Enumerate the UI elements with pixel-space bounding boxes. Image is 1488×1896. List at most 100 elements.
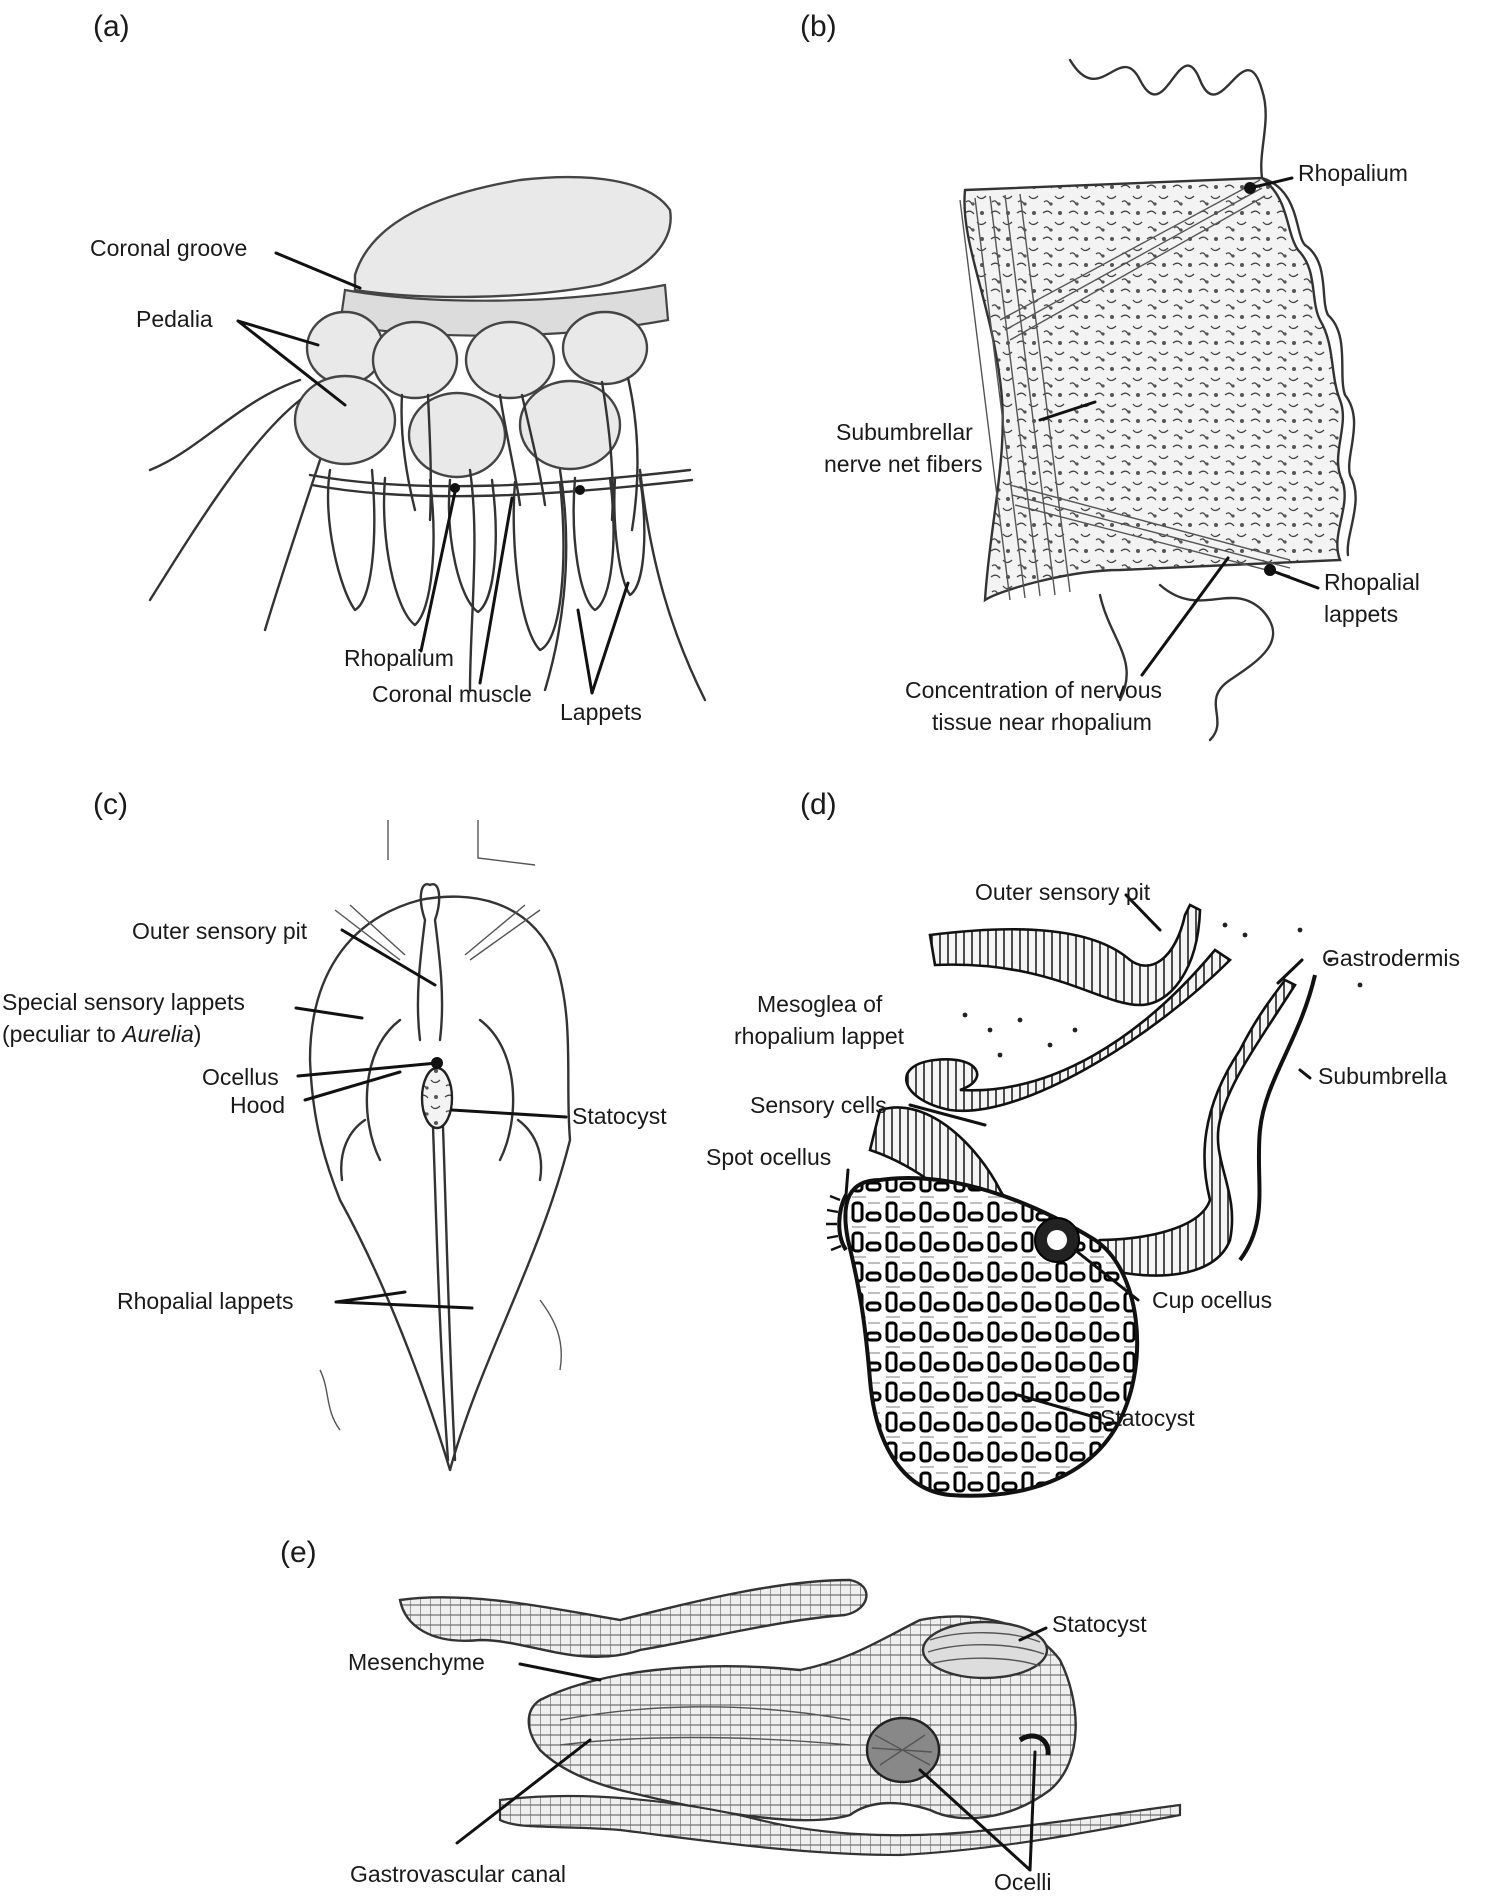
label-gastrovascular-canal: Gastrovascular canal (350, 1861, 566, 1887)
label-concentration-1: Concentration of nervous (905, 677, 1162, 703)
leader-rhopalium (419, 490, 457, 653)
cup-ocellus-lens (1047, 1230, 1067, 1250)
coronal-muscle-band (310, 478, 694, 498)
tentacle (543, 468, 568, 692)
label-ocelli: Ocelli (994, 1869, 1052, 1895)
wavy-tentacle (1098, 593, 1128, 702)
spot-ocellus (837, 1194, 848, 1252)
label-mesoglea-2: rhopalium lappet (734, 1023, 905, 1049)
label-special-sensory-2: (peculiar to Aurelia) (2, 1021, 201, 1047)
leader-rhopalium (1248, 176, 1294, 190)
leader-coronal-groove (274, 251, 362, 290)
statocyst (420, 1066, 454, 1130)
label-spot-ocellus: Spot ocellus (706, 1144, 831, 1170)
ocellus-small (1018, 1733, 1051, 1756)
gastrodermis-wall (905, 948, 1233, 1113)
label-outer-sensory-pit: Outer sensory pit (975, 879, 1151, 905)
wavy-tentacle (1158, 583, 1275, 742)
statocyst-bulb (843, 1176, 1140, 1498)
leader-sensory-cells (908, 1103, 987, 1127)
mesenchyme-arm (398, 1578, 868, 1658)
rhopalium-dot (450, 483, 460, 493)
canal-outline (387, 820, 536, 866)
leader-statocyst (450, 1108, 568, 1119)
label-special-sensory-2a: (peculiar to (2, 1021, 122, 1047)
label-statocyst: Statocyst (1100, 1405, 1195, 1431)
panel-c-label: (c) (93, 788, 128, 821)
lappet-margin (1260, 176, 1357, 557)
label-coronal-muscle: Coronal muscle (372, 681, 532, 707)
panel-e: (e) Statocyst Mesenchyme Gastrovascular … (280, 1536, 1182, 1895)
special-sensory-lappet (365, 1018, 515, 1162)
lappet-outline (308, 895, 572, 1472)
leader-ocelli (918, 1750, 1037, 1872)
pedalium (305, 310, 385, 386)
rhopalium-longitudinal-illustration (398, 1578, 1182, 1857)
rhopalium-section-illustration (826, 903, 1363, 1498)
mesoglea-dots (962, 922, 1363, 1058)
lappet (613, 476, 646, 597)
leader-subumbrellar-nerve-net (1038, 400, 1097, 422)
panel-d: (d) (706, 788, 1460, 1498)
spot-ocellus-cilia (826, 1194, 842, 1252)
label-rhopalium: Rhopalium (1298, 160, 1408, 186)
bell-dome (353, 175, 672, 299)
pedalium (561, 310, 649, 386)
rhopalial-lappet-midline (430, 1098, 457, 1462)
panel-a-label: (a) (93, 10, 130, 43)
pedalium (371, 320, 459, 400)
label-statocyst: Statocyst (1052, 1611, 1147, 1637)
leader-rhopalial-lappets (1268, 568, 1320, 590)
label-pedalia: Pedalia (136, 306, 213, 332)
panel-d-label: (d) (800, 788, 837, 821)
lappet-tip (340, 1118, 543, 1182)
tentacle (638, 468, 707, 702)
label-ocellus: Ocellus (202, 1064, 279, 1090)
label-special-sensory-1: Special sensory lappets (2, 989, 245, 1015)
jellyfish-illustration (148, 175, 707, 702)
label-special-sensory-2c: ) (194, 1021, 202, 1047)
pedalium (407, 391, 507, 479)
gastrovascular-canal-wall (498, 1795, 1182, 1857)
sensory-lappet-lobe (416, 883, 444, 1042)
label-subumbrella: Subumbrella (1318, 1063, 1447, 1089)
canal-lumen (559, 1706, 851, 1746)
leader-outer-sensory-pit (340, 928, 437, 987)
label-mesoglea-1: Mesoglea of (757, 991, 883, 1017)
leader-coronal-muscle (478, 496, 514, 685)
label-rhopalial-lappets: Rhopalial lappets (117, 1288, 293, 1314)
label-mesenchyme: Mesenchyme (348, 1649, 485, 1675)
pedalium (518, 379, 622, 471)
fiber-bundle-lower (1009, 484, 1291, 577)
ocellus-pigment (871, 1734, 933, 1766)
leader-statocyst (1016, 1393, 1100, 1420)
tentacle (468, 468, 476, 692)
pedalium (293, 374, 397, 466)
panel-b: (b) Rhopalium Subumbrellar nerve net fib… (800, 10, 1420, 742)
leader-mesenchyme (518, 1662, 602, 1682)
lappet (572, 476, 615, 612)
label-sensory-cells: Sensory cells (750, 1092, 887, 1118)
tentacle (263, 458, 322, 632)
outer-sensory-pit-epithelium (928, 903, 1202, 1007)
nerve-net-illustration (959, 58, 1357, 742)
coronal-muscle-band (308, 468, 692, 488)
label-subumbrellar-2: nerve net fibers (824, 451, 983, 477)
label-concentration-2: tissue near rhopalium (932, 709, 1152, 735)
label-hood: Hood (230, 1092, 285, 1118)
leader-gastrovascular-canal (455, 1738, 592, 1845)
leader-statocyst (1018, 1626, 1048, 1642)
panel-c: (c) Outer sensory pit Special sensory la… (2, 788, 667, 1472)
leader-outer-sensory-pit (1124, 893, 1162, 932)
lappet (447, 478, 497, 614)
rhopalium-dorsal-illustration (308, 820, 572, 1472)
panel-a: (a) (90, 10, 707, 725)
rhopalium-dot (575, 485, 585, 495)
label-special-sensory-2b: Aurelia (120, 1021, 194, 1047)
leader-special-sensory-lappets (294, 1006, 364, 1020)
leader-pedalia (236, 319, 347, 407)
label-rhopalial-lappets-2: lappets (1324, 601, 1398, 627)
leader-rhopalial-lappets (334, 1290, 474, 1310)
wavy-tentacle (1068, 58, 1267, 180)
label-subumbrellar-1: Subumbrellar (836, 419, 973, 445)
